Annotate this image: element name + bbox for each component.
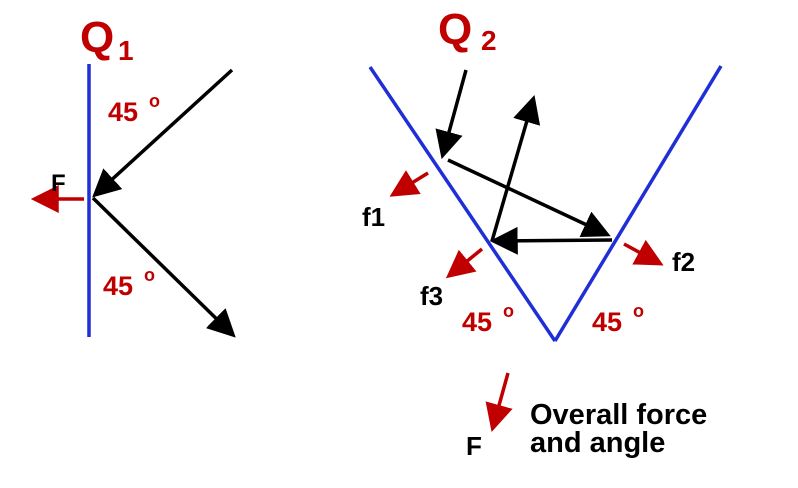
- overall-caption-line1: Overall force: [530, 399, 707, 431]
- q2-f1-label: f1: [362, 202, 385, 232]
- q2-f3-arrow: [445, 247, 484, 279]
- overall-caption-line2: and angle: [530, 427, 665, 459]
- q2-angle-left-degree: o: [503, 301, 514, 321]
- q2-f3-label: f3: [420, 281, 443, 311]
- q2-angle-left: 45: [462, 307, 492, 337]
- q1-force-label: F: [51, 170, 66, 197]
- q2-f2-arrow: [623, 239, 664, 266]
- overall-force-label: F: [466, 431, 482, 461]
- overall-group: F Overall force and angle: [466, 372, 707, 461]
- q1-reflected-ray: [91, 196, 236, 338]
- q2-ray-right-to-left: [489, 226, 613, 255]
- q1-angle-top-degree: o: [149, 91, 160, 111]
- q2-ray-left-to-right: [447, 158, 611, 238]
- q1-angle-top: 45: [108, 97, 138, 127]
- q1-incident-ray: [92, 68, 234, 198]
- q1-title-letter: Q: [80, 13, 114, 62]
- q1-title-subscript: 1: [118, 35, 134, 66]
- q2-group: Q 2 f1 f2 f3 45 o 45 o: [362, 5, 723, 342]
- q1-angle-bottom: 45: [103, 271, 133, 301]
- overall-force-arrow: [485, 372, 513, 433]
- q2-title-subscript: 2: [481, 25, 497, 56]
- q2-angle-right-degree: o: [633, 301, 644, 321]
- q2-title-letter: Q: [438, 5, 472, 54]
- q2-f2-label: f2: [672, 247, 695, 277]
- q1-group: Q 1 F 45 o 45 o: [30, 13, 236, 338]
- q1-angle-bottom-degree: o: [144, 265, 155, 285]
- q2-angle-right: 45: [592, 307, 622, 337]
- q2-mirror-right: [553, 65, 723, 342]
- q2-mirror-left: [368, 66, 557, 342]
- q2-f1-arrow: [389, 170, 429, 197]
- q2-outgoing-ray: [490, 94, 541, 242]
- q2-incident-ray: [435, 69, 468, 160]
